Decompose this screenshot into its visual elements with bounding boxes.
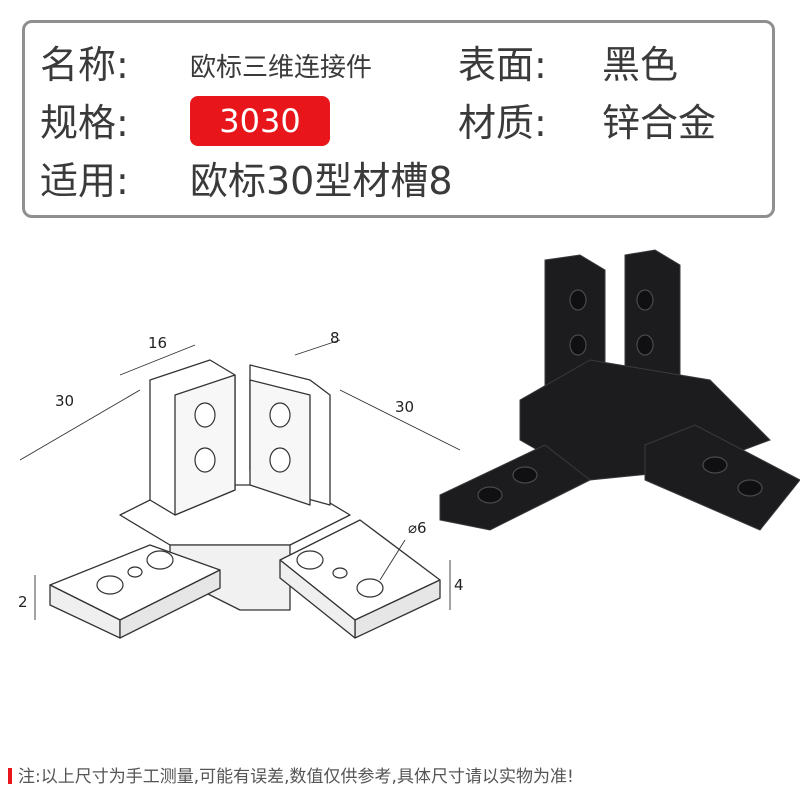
dim-hole-diameter: ⌀6 [408,519,427,537]
size-value-badge: 3030 [190,96,330,146]
dim-4: 4 [454,576,464,594]
spec-panel [22,20,775,218]
dim-16: 16 [148,334,167,352]
name-label: 名称: [40,43,129,87]
surface-label: 表面: [458,43,547,87]
apply-label: 适用: [40,159,129,203]
note-text: 注:以上尺寸为手工测量,可能有误差,数值仅供参考,具体尺寸请以实物为准! [18,767,574,787]
name-value: 欧标三维连接件 [190,53,373,83]
note-marker [8,768,12,784]
disclaimer-note: 注:以上尺寸为手工测量,可能有误差,数值仅供参考,具体尺寸请以实物为准! [8,762,574,787]
material-label: 材质: [458,101,547,145]
dimension-drawing: 16 8 30 30 ⌀6 2 4 [18,329,464,639]
dim-8: 8 [330,329,340,347]
surface-value: 黑色 [602,43,679,87]
apply-value: 欧标30型材槽8 [190,159,453,203]
dim-30-left: 30 [55,392,74,410]
material-value: 锌合金 [602,101,717,145]
product-photo [439,249,800,531]
dim-30-right: 30 [395,398,414,416]
dim-2: 2 [18,593,28,611]
size-label: 规格: [40,101,129,145]
